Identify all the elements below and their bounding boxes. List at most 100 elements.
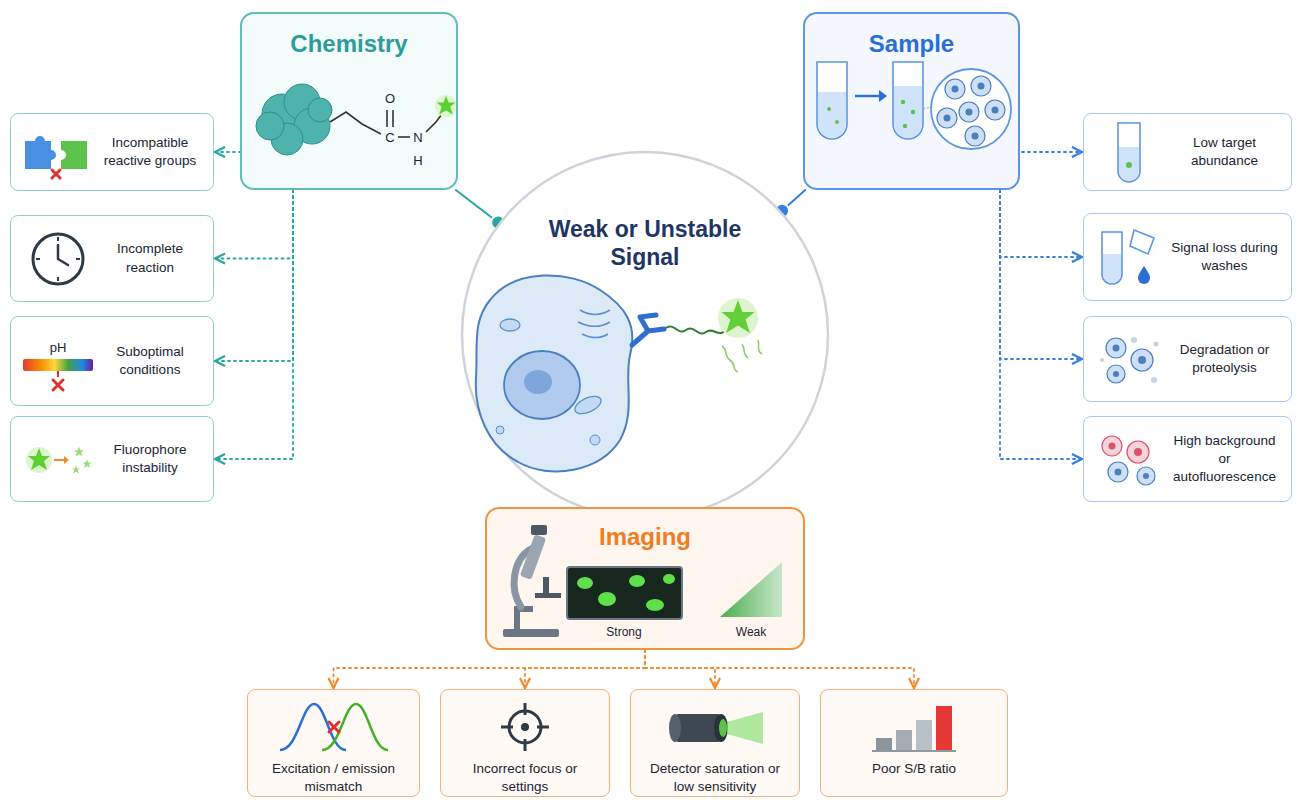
drawing-part [629,575,645,587]
cause-box: Incorrect focus or settings [440,689,610,797]
drawing-part [1131,337,1137,343]
node-title: Poor S/B ratio [829,760,999,778]
drawing-part [256,112,284,140]
drawing-part [719,719,727,737]
node-title: Incorrect focus or settings [449,760,601,795]
drawing-part [1106,338,1153,383]
wash-icon [1094,224,1164,292]
drawing-part [577,577,593,589]
drawing-part [57,371,59,377]
drawing-part [517,609,533,629]
drawing-part [1130,230,1154,254]
node-title: Fluorophore instability [95,441,205,477]
drawing-part [567,567,682,619]
cause-box: Incompatible reactive groups [10,113,214,191]
connector-line [215,190,293,259]
drawing-part [496,426,504,434]
cause-box: Signal loss during washes [1083,213,1292,301]
drawing-part [1115,469,1150,480]
drawing-part [462,152,828,518]
drawing-part [1107,365,1125,383]
connector [215,190,293,459]
drawing-part [1113,345,1147,378]
drawing-part [966,109,973,116]
cause-box: Incomplete reaction [10,215,214,302]
drawing-part [72,466,80,474]
drawing-part [646,599,664,611]
drawing-part [952,86,959,93]
drawing-part [944,83,999,140]
drawing-part [872,750,956,752]
drawing-part [1108,462,1128,482]
drawing-part [937,108,957,128]
node-title: Imaging [487,509,803,551]
drawing-part [893,62,923,139]
cell-illustration [460,150,830,520]
drawing-part [1154,342,1159,347]
cause-box: Low target abundance [1083,113,1292,191]
drawing-part [894,86,922,138]
connector [215,190,293,259]
node-title: Weak or Unstable Signal [527,216,763,271]
drawing-part [74,447,84,457]
drawing-part [835,120,839,124]
drawing-part [666,326,728,333]
drawing-part [437,96,456,115]
drawing-part [722,300,755,333]
node-title: Low target abundance [1166,134,1283,170]
drawing-part [817,62,847,139]
drawing-part [36,237,80,281]
cause-box: Fluorophore instability [10,416,214,502]
drawing-part [1131,349,1153,371]
drawing-part [1102,436,1149,463]
connector [215,190,293,361]
drawing-part [53,380,63,390]
cause-box: Poor S/B ratio [820,689,1008,797]
drawing-part [916,720,932,750]
node-title: Excitation / emission mismatch [256,760,411,795]
drawing-part [1151,377,1157,383]
drawing-part [58,245,68,265]
drawing-part [945,79,965,99]
drawing-part [663,574,675,584]
caption-label: Weak [736,625,766,639]
cause-box: Suboptimal conditionspH [10,316,214,406]
drawing-part [1102,436,1122,456]
drawing-part [531,525,547,535]
category-box: ChemistryOCNH [240,12,458,190]
drawing-part [28,448,50,470]
connector-line [456,190,498,223]
drawing-part [944,115,951,122]
drawing-part [25,136,56,169]
connector [334,650,646,688]
spectra-icon [274,698,394,756]
drawing-part [426,114,442,132]
drawing-part [1100,337,1159,383]
drawing-part [1119,147,1139,181]
cause-box: Degradation or proteolysis [1083,316,1292,402]
drawing-part [992,107,999,114]
drawing-part [901,100,905,104]
drawing-part [827,107,831,111]
drawing-part [965,126,985,146]
connector-line [215,190,293,361]
drawing-part [543,577,549,593]
drawing-part [256,84,332,155]
drawing-part [501,703,549,751]
node-title: Chemistry [242,14,456,58]
drawing-part [330,112,381,134]
node-title: Incompatible reactive groups [95,134,205,170]
caption-label: Strong [606,625,641,639]
drawing-part [322,704,388,750]
drawing-part [72,447,91,474]
drawing-part [387,110,393,127]
drawing-part [818,92,846,138]
drawing-part [1102,232,1122,284]
bar-chart-icon [854,698,974,756]
connector-line [645,650,715,688]
drawing-part [1138,266,1150,284]
drawing-part [1138,356,1146,364]
drawing-part [718,298,758,338]
connector [1000,190,1082,459]
drawing-part [578,310,610,338]
